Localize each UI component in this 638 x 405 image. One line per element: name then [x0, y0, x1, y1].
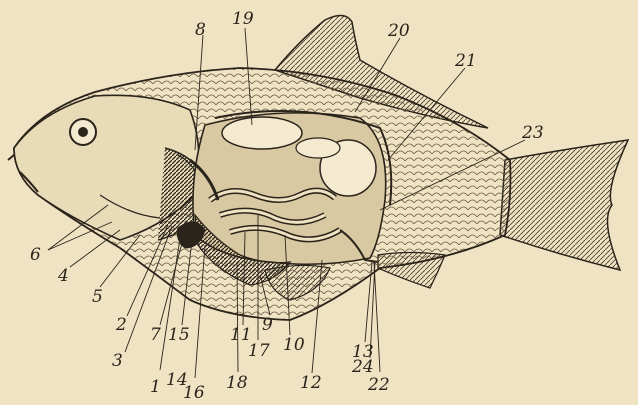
- label-21: 21: [454, 51, 477, 71]
- label-10: 10: [283, 335, 305, 355]
- label-8: 8: [195, 20, 206, 40]
- label-7: 7: [150, 325, 161, 345]
- label-19: 19: [232, 9, 254, 29]
- label-23: 23: [521, 123, 544, 143]
- label-18: 18: [226, 373, 248, 393]
- label-4: 4: [57, 266, 69, 286]
- label-16: 16: [183, 383, 205, 403]
- label-2: 2: [115, 315, 127, 335]
- label-9: 9: [262, 315, 273, 335]
- label-22: 22: [367, 375, 390, 395]
- swim-bladder-front: [222, 117, 302, 149]
- label-5: 5: [92, 287, 103, 307]
- label-12: 12: [300, 373, 322, 393]
- label-6: 6: [30, 245, 41, 265]
- label-3: 3: [112, 351, 123, 371]
- label-20: 20: [387, 21, 410, 41]
- label-24: 24: [351, 357, 374, 377]
- label-15: 15: [168, 325, 190, 345]
- label-17: 17: [248, 341, 270, 361]
- label-1: 1: [150, 377, 161, 397]
- bladder-lobe: [296, 138, 340, 158]
- caudal-fin: [500, 140, 628, 270]
